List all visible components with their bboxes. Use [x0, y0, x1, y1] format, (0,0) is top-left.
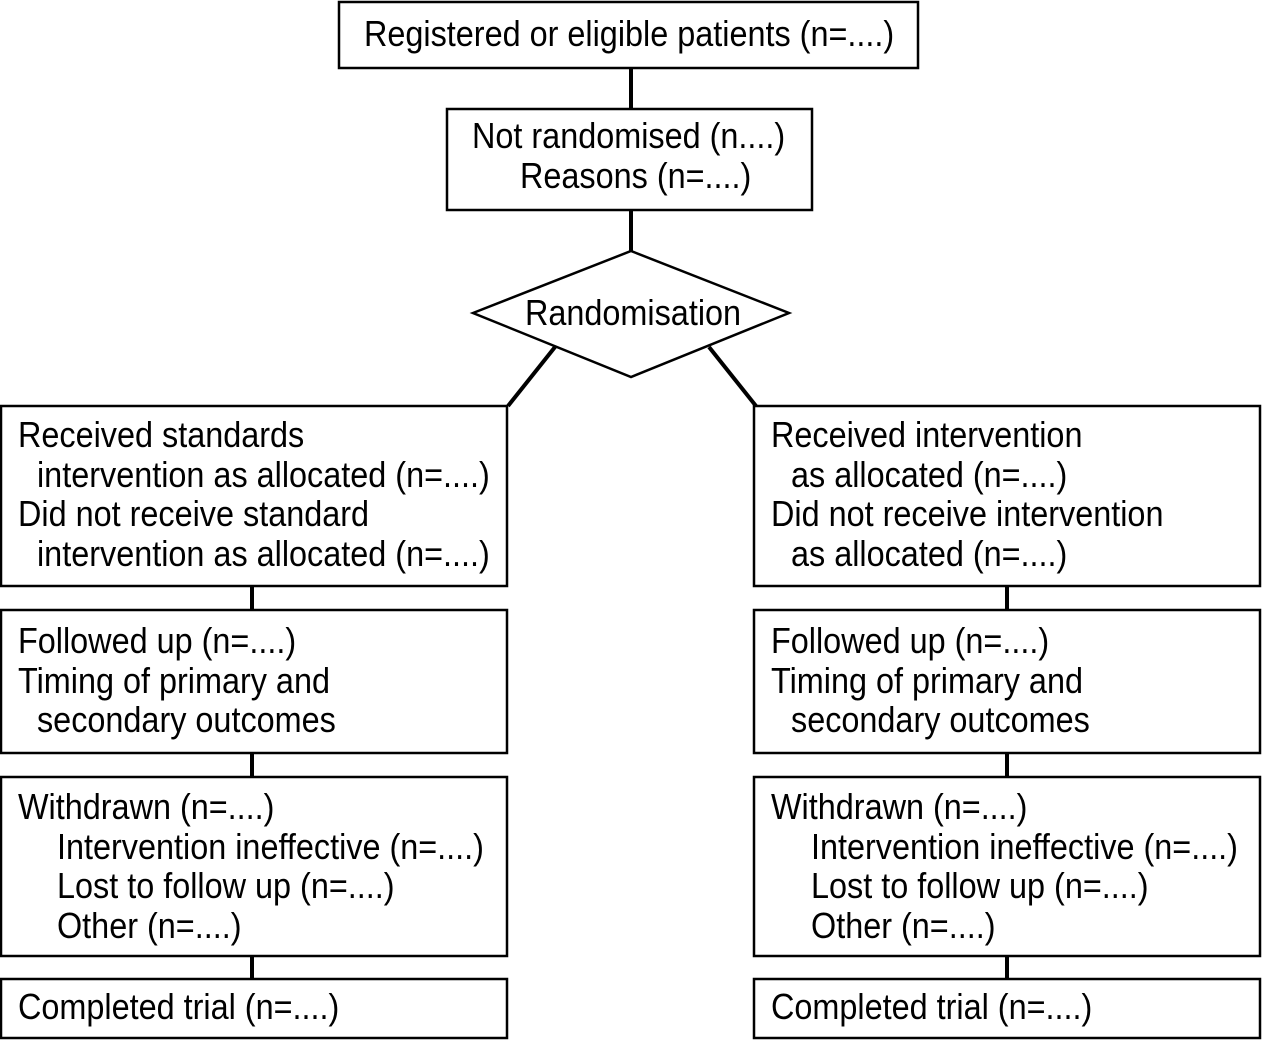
right-withdrawn-line2: Intervention ineffective (n=....) — [811, 827, 1238, 867]
left-followup-box: Followed up (n=....) Timing of primary a… — [0, 608, 509, 755]
right-allocation-line1: Received intervention — [771, 415, 1082, 455]
left-allocation-line2: intervention as allocated (n=....) — [37, 455, 490, 495]
right-followup-line2: Timing of primary and — [771, 661, 1083, 701]
left-followup-line1: Followed up (n=....) — [18, 621, 296, 661]
right-withdrawn-line3: Lost to follow up (n=....) — [811, 866, 1149, 906]
left-withdrawn-box: Withdrawn (n=....) Intervention ineffect… — [0, 775, 509, 958]
left-allocation-line3: Did not receive standard — [18, 494, 369, 534]
right-completed-box: Completed trial (n=....) — [752, 977, 1262, 1040]
not-randomised-text: Not randomised (n....) — [472, 116, 785, 156]
left-withdrawn-line3: Lost to follow up (n=....) — [57, 866, 395, 906]
right-withdrawn-box: Withdrawn (n=....) Intervention ineffect… — [752, 775, 1262, 958]
left-allocation-line4: intervention as allocated (n=....) — [37, 534, 490, 574]
right-withdrawn-line1: Withdrawn (n=....) — [771, 787, 1027, 827]
right-allocation-line2: as allocated (n=....) — [791, 455, 1067, 495]
right-followup-box: Followed up (n=....) Timing of primary a… — [752, 608, 1262, 755]
registered-text: Registered or eligible patients (n=....) — [364, 14, 894, 54]
randomisation-label: Randomisation — [525, 293, 741, 333]
right-allocation-line4: as allocated (n=....) — [791, 534, 1067, 574]
right-completed-text: Completed trial (n=....) — [771, 987, 1092, 1027]
left-followup-line3: secondary outcomes — [37, 700, 336, 740]
right-withdrawn-line4: Other (n=....) — [811, 906, 995, 946]
left-withdrawn-line2: Intervention ineffective (n=....) — [57, 827, 484, 867]
right-allocation-box: Received intervention as allocated (n=..… — [752, 404, 1262, 588]
left-withdrawn-line4: Other (n=....) — [57, 906, 241, 946]
left-allocation-line1: Received standards — [18, 415, 304, 455]
registered-box: Registered or eligible patients (n=....) — [337, 0, 920, 70]
randomisation-diamond: Randomisation — [469, 249, 793, 379]
not-randomised-box: Not randomised (n....) Reasons (n=....) — [445, 107, 814, 212]
left-followup-line2: Timing of primary and — [18, 661, 330, 701]
left-completed-box: Completed trial (n=....) — [0, 977, 509, 1040]
reasons-text: Reasons (n=....) — [520, 156, 751, 196]
connector-left-branch — [506, 345, 557, 408]
connector-right-branch — [707, 345, 758, 408]
right-followup-line3: secondary outcomes — [791, 700, 1090, 740]
right-followup-line1: Followed up (n=....) — [771, 621, 1049, 661]
left-completed-text: Completed trial (n=....) — [18, 987, 339, 1027]
left-allocation-box: Received standards intervention as alloc… — [0, 404, 509, 588]
left-withdrawn-line1: Withdrawn (n=....) — [18, 787, 274, 827]
right-allocation-line3: Did not receive intervention — [771, 494, 1163, 534]
